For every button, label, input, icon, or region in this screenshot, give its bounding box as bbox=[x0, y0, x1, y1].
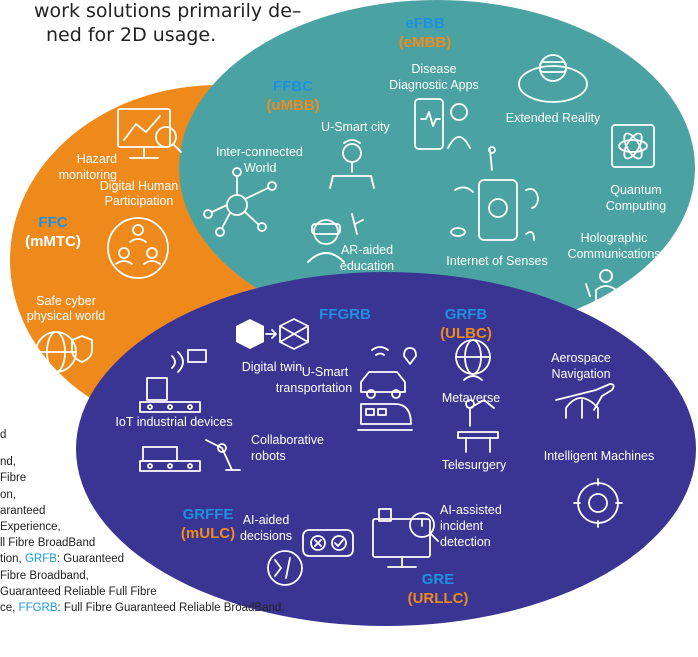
gre-code: GRE bbox=[422, 571, 455, 588]
train-icon bbox=[357, 403, 413, 431]
legend-line-2: nd, bbox=[0, 456, 16, 469]
holo-label-2: Communications bbox=[567, 247, 660, 261]
legend-line-8: tion, GRFB: Guaranteed bbox=[0, 551, 284, 567]
hazard-label-1: Hazard bbox=[77, 152, 117, 166]
legend-line-8b: : Guaranteed bbox=[56, 553, 125, 566]
xr-label: Extended Reality bbox=[506, 111, 601, 125]
legend-line-10: Guaranteed Reliable Full Fibre bbox=[0, 585, 157, 598]
legend-key-grfb: GRFB bbox=[24, 553, 57, 566]
legend-line-1: d bbox=[0, 429, 7, 441]
cobot-label-2: robots bbox=[251, 449, 286, 463]
airplane-icon bbox=[555, 383, 615, 419]
qc-label-2: Computing bbox=[606, 199, 666, 213]
diagnostic-phone-icon bbox=[414, 98, 471, 150]
efbb-code: eFBB bbox=[405, 15, 444, 32]
dtwin-label: Digital twin bbox=[242, 360, 302, 374]
aero-label-1: Aerospace bbox=[551, 351, 611, 365]
aiid-label-1: AI-assisted bbox=[440, 503, 502, 517]
ar-label-1: AR-aided bbox=[341, 243, 393, 257]
metaverse-label: Metaverse bbox=[442, 391, 500, 405]
collaborative-robot-icon bbox=[139, 439, 241, 472]
ffc-alt: (mMTC) bbox=[25, 233, 81, 250]
grfb-region bbox=[76, 272, 696, 626]
efbb-alt: (eMBB) bbox=[399, 34, 452, 51]
secure-globe-icon bbox=[35, 331, 93, 373]
network-globe-icon bbox=[203, 167, 277, 237]
legend-line-9: Fibre Broadband, bbox=[0, 569, 89, 582]
legend-line-6: Experience, bbox=[0, 521, 61, 534]
grffe-code: GRFFE bbox=[183, 506, 234, 523]
ust-label-2: transportation bbox=[276, 381, 352, 395]
intro-line-1: work solutions primarily de– bbox=[34, 0, 302, 22]
digital-twin-icon bbox=[236, 318, 309, 350]
im-label: Intelligent Machines bbox=[544, 449, 654, 463]
legend-line-4: on, bbox=[0, 488, 16, 501]
dda-label-1: Disease bbox=[411, 62, 456, 76]
ar-education-icon bbox=[307, 213, 364, 263]
legend-line-5: aranteed bbox=[0, 504, 46, 517]
aiid-label-2: incident bbox=[440, 519, 484, 533]
ios-label: Internet of Senses bbox=[446, 254, 547, 268]
legend-line-11: ce, FFGRB: Full Fibre Guaranteed Reliabl… bbox=[0, 600, 284, 616]
hologram-person-icon bbox=[585, 269, 627, 312]
aid-label-2: decisions bbox=[240, 529, 292, 543]
aero-label-2: Navigation bbox=[551, 367, 610, 381]
ffgrb-code: FFGRB bbox=[319, 306, 371, 323]
legend: d nd, Fibre on, aranteed Experience, ll … bbox=[0, 427, 284, 616]
telesurgery-label: Telesurgery bbox=[442, 458, 507, 472]
grffe-alt: (mULC) bbox=[181, 525, 235, 542]
aiid-label-3: detection bbox=[440, 535, 491, 549]
legend-line-11b: : Full Fibre Guaranteed Reliable BroadBa… bbox=[57, 602, 285, 615]
vr-headset-icon bbox=[518, 54, 588, 103]
grfb-code: GRFB bbox=[445, 306, 488, 323]
icw-label-1: Inter-connected bbox=[216, 145, 303, 159]
aid-label-1: AI-aided bbox=[243, 513, 290, 527]
intro-text: work solutions primarily de– ned for 2D … bbox=[34, 0, 301, 47]
internet-of-senses-icon bbox=[450, 146, 539, 241]
legend-line-8a: tion, bbox=[0, 553, 25, 566]
ai-incident-detection-icon bbox=[372, 508, 439, 568]
legend-line-11a: ce, bbox=[0, 602, 19, 615]
icw-label-2: World bbox=[244, 161, 276, 175]
brain-gear-icon bbox=[573, 478, 623, 528]
legend-line-7: ll Fibre BroadBand bbox=[0, 537, 96, 550]
iot-devices-icon bbox=[139, 349, 207, 413]
dda-label-2: Diagnostic Apps bbox=[389, 78, 479, 92]
hazard-monitoring-icon bbox=[117, 108, 182, 159]
intro-line-2: ned for 2D usage. bbox=[46, 24, 217, 46]
smart-car-icon bbox=[360, 346, 417, 399]
ust-label-1: U-Smart bbox=[302, 365, 349, 379]
metaverse-globe-icon bbox=[455, 339, 491, 381]
ai-decision-icon bbox=[267, 529, 354, 586]
cobot-label-1: Collaborative bbox=[251, 433, 324, 447]
iot-label: IoT industrial devices bbox=[115, 415, 232, 429]
smart-city-icon bbox=[329, 139, 375, 189]
efbb-region bbox=[179, 0, 695, 336]
ffc-code: FFC bbox=[38, 214, 67, 231]
people-network-icon bbox=[107, 217, 169, 279]
grfb-alt: (ULBC) bbox=[440, 325, 492, 342]
scpw-label-2: physical world bbox=[27, 309, 106, 323]
gre-alt: (URLLC) bbox=[408, 590, 469, 607]
holo-label-1: Holographic bbox=[581, 231, 648, 245]
ar-label-2: education bbox=[340, 259, 394, 273]
legend-line-3: Fibre bbox=[0, 472, 27, 485]
ffbc-code: FFBC bbox=[273, 78, 313, 95]
dhp-label-2: Participation bbox=[105, 194, 174, 208]
telesurgery-icon bbox=[457, 399, 499, 453]
qc-label-1: Quantum bbox=[610, 183, 661, 197]
legend-key-ffgrb: FFGRB bbox=[18, 602, 58, 615]
usmart-city-label: U-Smart city bbox=[321, 120, 391, 134]
dhp-label-1: Digital Human bbox=[100, 179, 179, 193]
scpw-label-1: Safe cyber bbox=[36, 294, 96, 308]
ffbc-alt: (uMBB) bbox=[266, 97, 319, 114]
hazard-label-2: monitoring bbox=[59, 168, 117, 182]
quantum-chip-icon bbox=[611, 124, 655, 168]
